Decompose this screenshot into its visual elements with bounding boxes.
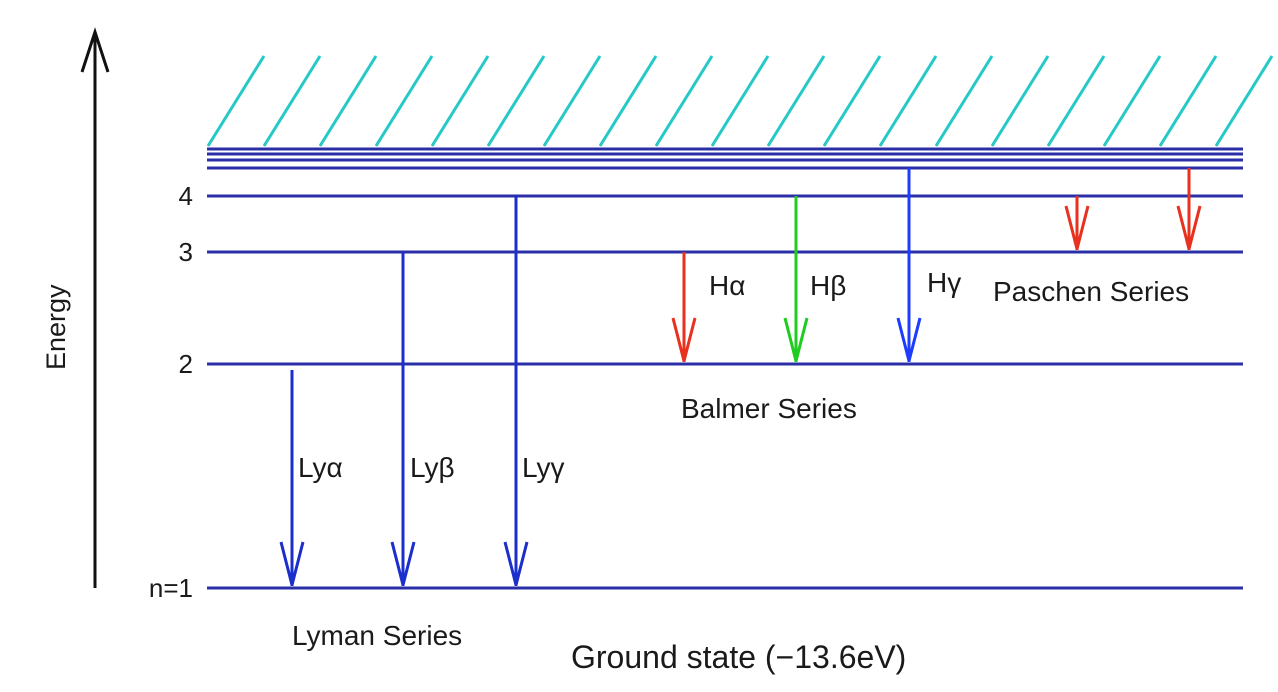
continuum-hatch-stroke [374,55,434,147]
transition-arrowhead [896,317,922,362]
level-label-n1: n=1 [149,573,193,603]
transition-arrows [279,168,1202,586]
transition-labels: Lyα Lyβ Lyγ Hα Hβ Hγ [298,267,961,483]
transition-label-h-beta: Hβ [810,270,846,301]
level-label-n2: 2 [179,349,193,379]
series-label-paschen: Paschen Series [993,276,1189,307]
continuum-hatch-stroke [542,55,602,147]
continuum-hatch-stroke [318,55,378,147]
continuum-hatch [206,55,1274,147]
transition-arrow-1-1 [783,196,809,362]
transition-arrow-0-0 [279,370,305,586]
continuum-hatch-stroke [1158,55,1218,147]
continuum-hatch-stroke [206,55,266,147]
continuum-hatch-stroke [1214,55,1274,147]
transition-arrowhead [503,541,529,586]
continuum-hatch-stroke [262,55,322,147]
level-label-n4: 4 [179,181,193,211]
transition-arrow-2-0 [1064,196,1090,250]
transition-arrow-2-1 [1176,168,1202,250]
transition-arrowhead [279,541,305,586]
continuum-hatch-stroke [878,55,938,147]
continuum-hatch-stroke [990,55,1050,147]
energy-levels [207,147,1243,590]
transition-arrowhead [1064,205,1090,250]
continuum-hatch-stroke [710,55,770,147]
transition-arrow-0-1 [390,252,416,586]
transition-arrow-1-2 [896,168,922,362]
continuum-hatch-stroke [654,55,714,147]
transition-arrowhead [783,317,809,362]
continuum-hatch-stroke [1102,55,1162,147]
transition-arrow-0-2 [503,196,529,586]
continuum-hatch-stroke [822,55,882,147]
transition-label-ly-gamma: Lyγ [522,452,565,483]
continuum-hatch-stroke [430,55,490,147]
transition-arrowhead [671,317,697,362]
continuum-hatch-stroke [1046,55,1106,147]
transition-label-h-alpha: Hα [709,270,745,301]
level-labels: n=1 2 3 4 [149,181,193,603]
continuum-hatch-stroke [934,55,994,147]
energy-axis-label: Energy [41,284,71,370]
continuum-hatch-stroke [766,55,826,147]
energy-axis: Energy [41,27,110,588]
ground-state-label: Ground state (−13.6eV) [571,639,906,675]
transition-label-ly-beta: Lyβ [410,452,455,483]
transition-arrowhead [1176,205,1202,250]
level-label-n3: 3 [179,237,193,267]
series-label-lyman: Lyman Series [292,620,462,651]
continuum-hatch-stroke [598,55,658,147]
transition-label-h-gamma: Hγ [927,267,961,298]
continuum-hatch-stroke [486,55,546,147]
series-labels: Lyman Series Balmer Series Paschen Serie… [292,276,1189,651]
series-label-balmer: Balmer Series [681,393,857,424]
transition-arrowhead [390,541,416,586]
transition-label-ly-alpha: Lyα [298,452,343,483]
transition-arrow-1-0 [671,252,697,362]
energy-axis-arrowhead [80,27,110,73]
